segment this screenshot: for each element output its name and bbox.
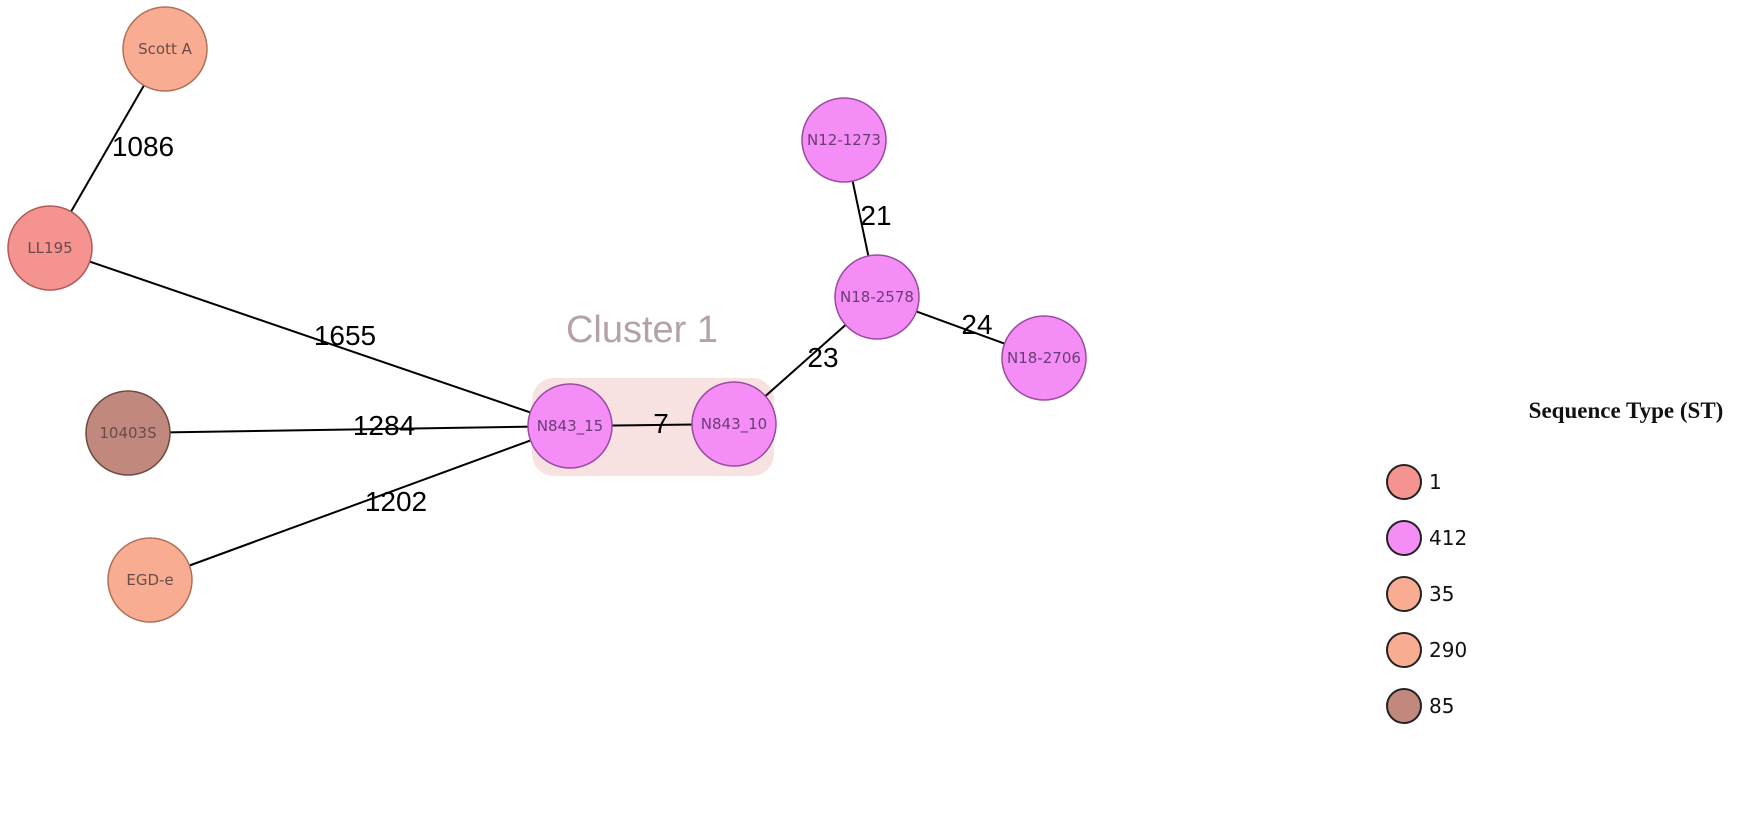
node-circle[interactable] bbox=[1001, 315, 1087, 401]
node-label: LL195 bbox=[27, 239, 72, 257]
legend-item-35: 35 bbox=[1386, 576, 1454, 612]
edge-label-n12-1273-n18-2578: 21 bbox=[860, 200, 891, 231]
legend-swatch bbox=[1386, 632, 1422, 668]
node-label: N12-1273 bbox=[807, 131, 881, 149]
node-n843-10[interactable]: N843_10 bbox=[691, 381, 777, 467]
legend-label: 290 bbox=[1429, 638, 1467, 662]
node-label: N843_10 bbox=[701, 415, 767, 434]
node-ll195[interactable]: LL195 bbox=[7, 205, 93, 291]
node-egd-e[interactable]: EGD-e bbox=[107, 537, 193, 623]
legend-item-1: 1 bbox=[1386, 464, 1442, 500]
legend-item-85: 85 bbox=[1386, 688, 1454, 724]
node-circle[interactable] bbox=[85, 390, 171, 476]
legend-swatch bbox=[1386, 464, 1422, 500]
legend-swatch bbox=[1386, 688, 1422, 724]
node-circle[interactable] bbox=[122, 6, 208, 92]
edge-label-n843-10-n18-2578: 23 bbox=[807, 342, 838, 373]
edge-label-10403s-n843-15: 1284 bbox=[353, 410, 415, 441]
node-scott-a[interactable]: Scott A bbox=[122, 6, 208, 92]
legend-swatch bbox=[1386, 520, 1422, 556]
node-circle[interactable] bbox=[834, 254, 920, 340]
node-circle[interactable] bbox=[527, 383, 613, 469]
legend-title: Sequence Type (ST) bbox=[1529, 398, 1724, 423]
edge-label-scott-a-ll195: 1086 bbox=[112, 131, 174, 162]
legend-swatch bbox=[1386, 576, 1422, 612]
edge-label-n843-15-n843-10: 7 bbox=[653, 408, 669, 439]
edge-ll195-n843-15 bbox=[49, 247, 571, 427]
edge-egd-e-n843-15 bbox=[149, 425, 571, 581]
node-label: 10403S bbox=[99, 424, 156, 442]
legend-label: 85 bbox=[1429, 694, 1454, 718]
node-10403s[interactable]: 10403S bbox=[85, 390, 171, 476]
node-circle[interactable] bbox=[107, 537, 193, 623]
node-circle[interactable] bbox=[691, 381, 777, 467]
node-circle[interactable] bbox=[801, 97, 887, 183]
node-n18-2578[interactable]: N18-2578 bbox=[834, 254, 920, 340]
node-n18-2706[interactable]: N18-2706 bbox=[1001, 315, 1087, 401]
edge-label-egd-e-n843-15: 1202 bbox=[365, 486, 427, 517]
edge-10403s-n843-15 bbox=[127, 425, 571, 434]
node-circle[interactable] bbox=[7, 205, 93, 291]
node-label: EGD-e bbox=[126, 571, 173, 589]
edge-label-ll195-n843-15: 1655 bbox=[314, 320, 376, 351]
edge-label-n18-2578-n18-2706: 24 bbox=[961, 309, 992, 340]
node-label: N18-2578 bbox=[840, 288, 914, 306]
legend-item-290: 290 bbox=[1386, 632, 1467, 668]
node-label: N843_15 bbox=[537, 417, 603, 436]
node-n843-15[interactable]: N843_15 bbox=[527, 383, 613, 469]
legend-item-412: 412 bbox=[1386, 520, 1467, 556]
node-n12-1273[interactable]: N12-1273 bbox=[801, 97, 887, 183]
node-label: N18-2706 bbox=[1007, 349, 1081, 367]
legend-label: 35 bbox=[1429, 582, 1454, 606]
legend-label: 1 bbox=[1429, 470, 1442, 494]
cluster-label: Cluster 1 bbox=[566, 309, 718, 351]
legend-label: 412 bbox=[1429, 526, 1467, 550]
node-label: Scott A bbox=[138, 40, 192, 58]
